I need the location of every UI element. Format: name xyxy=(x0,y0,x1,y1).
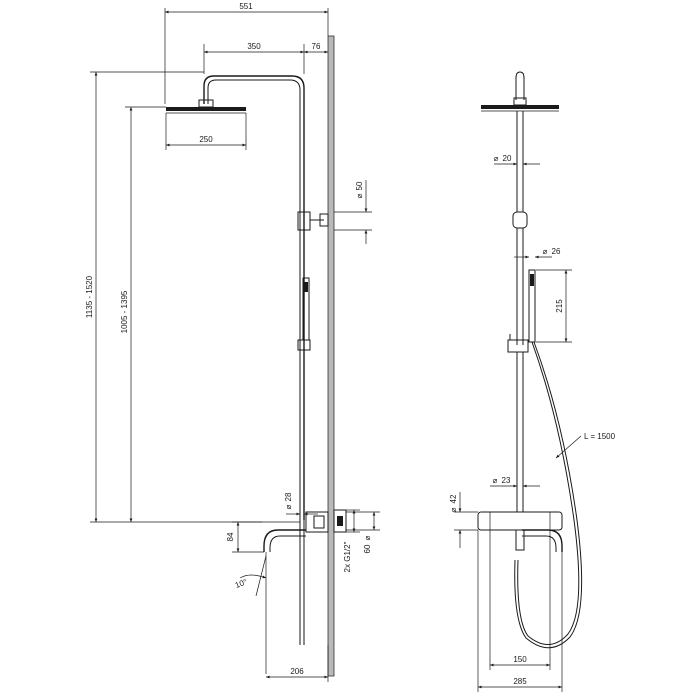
diameter-symbol-7: ⌀ xyxy=(449,507,458,512)
dim-spout-reach: 206 xyxy=(290,667,304,676)
dim-total-height: 1135 - 1520 xyxy=(85,275,94,318)
front-arm-top xyxy=(515,71,525,100)
side-view: 551 350 76 250 1135 - 1520 1005 - 1395 ⌀… xyxy=(85,2,380,682)
dim-handshower: 26 xyxy=(552,247,561,256)
dim-front-arm: 20 xyxy=(503,154,512,163)
wall-connection xyxy=(333,509,347,533)
shower-hose xyxy=(517,341,580,645)
wall-section xyxy=(327,35,335,677)
diameter-symbol-5: ⌀ xyxy=(543,247,548,256)
diameter-symbol-3: ⌀ xyxy=(363,535,372,540)
dim-hose: L = 1500 xyxy=(584,432,616,441)
bath-spout xyxy=(263,529,306,552)
dim-escutcheon: 60 xyxy=(363,544,372,553)
shower-arm xyxy=(203,75,305,520)
shower-head-connector xyxy=(198,99,214,108)
front-holder xyxy=(507,339,529,353)
diameter-symbol-2: ⌀ xyxy=(284,504,293,509)
front-spout xyxy=(522,529,563,552)
front-view: ⌀ 20 ⌀ 26 215 L = 1500 ⌀ 23 ⌀ 42 150 xyxy=(449,71,616,692)
dim-wall-offset: 76 xyxy=(312,42,321,51)
dim-handshower-length: 215 xyxy=(555,299,564,313)
front-mixer xyxy=(477,511,563,531)
dim-head-width: 250 xyxy=(199,135,213,144)
dim-bracket: 50 xyxy=(355,181,364,190)
dim-spout-drop: 84 xyxy=(226,532,235,541)
diameter-symbol-4: ⌀ xyxy=(494,154,499,163)
dim-riser: 28 xyxy=(284,492,293,501)
front-shower-head xyxy=(481,105,559,109)
diameter-symbol-1: ⌀ xyxy=(355,193,364,198)
mixer-body xyxy=(305,511,329,533)
diameter-symbol-6: ⌀ xyxy=(493,476,498,485)
dim-arm-reach: 350 xyxy=(247,42,261,51)
dim-overall-width: 551 xyxy=(239,2,253,11)
front-bracket xyxy=(512,211,528,229)
dim-mixer-width: 285 xyxy=(513,677,527,686)
shower-head xyxy=(166,107,246,111)
wall-bracket xyxy=(297,211,311,231)
dim-centres: 150 xyxy=(513,655,527,664)
shower-arm-inner xyxy=(207,79,301,520)
dim-mixer: 42 xyxy=(449,494,458,503)
dim-connection: 2x G1/2" xyxy=(343,541,352,572)
dim-head-height: 1005 - 1395 xyxy=(120,290,129,333)
dim-front-riser: 23 xyxy=(502,476,511,485)
dim-spout-angle: 10° xyxy=(234,577,248,590)
